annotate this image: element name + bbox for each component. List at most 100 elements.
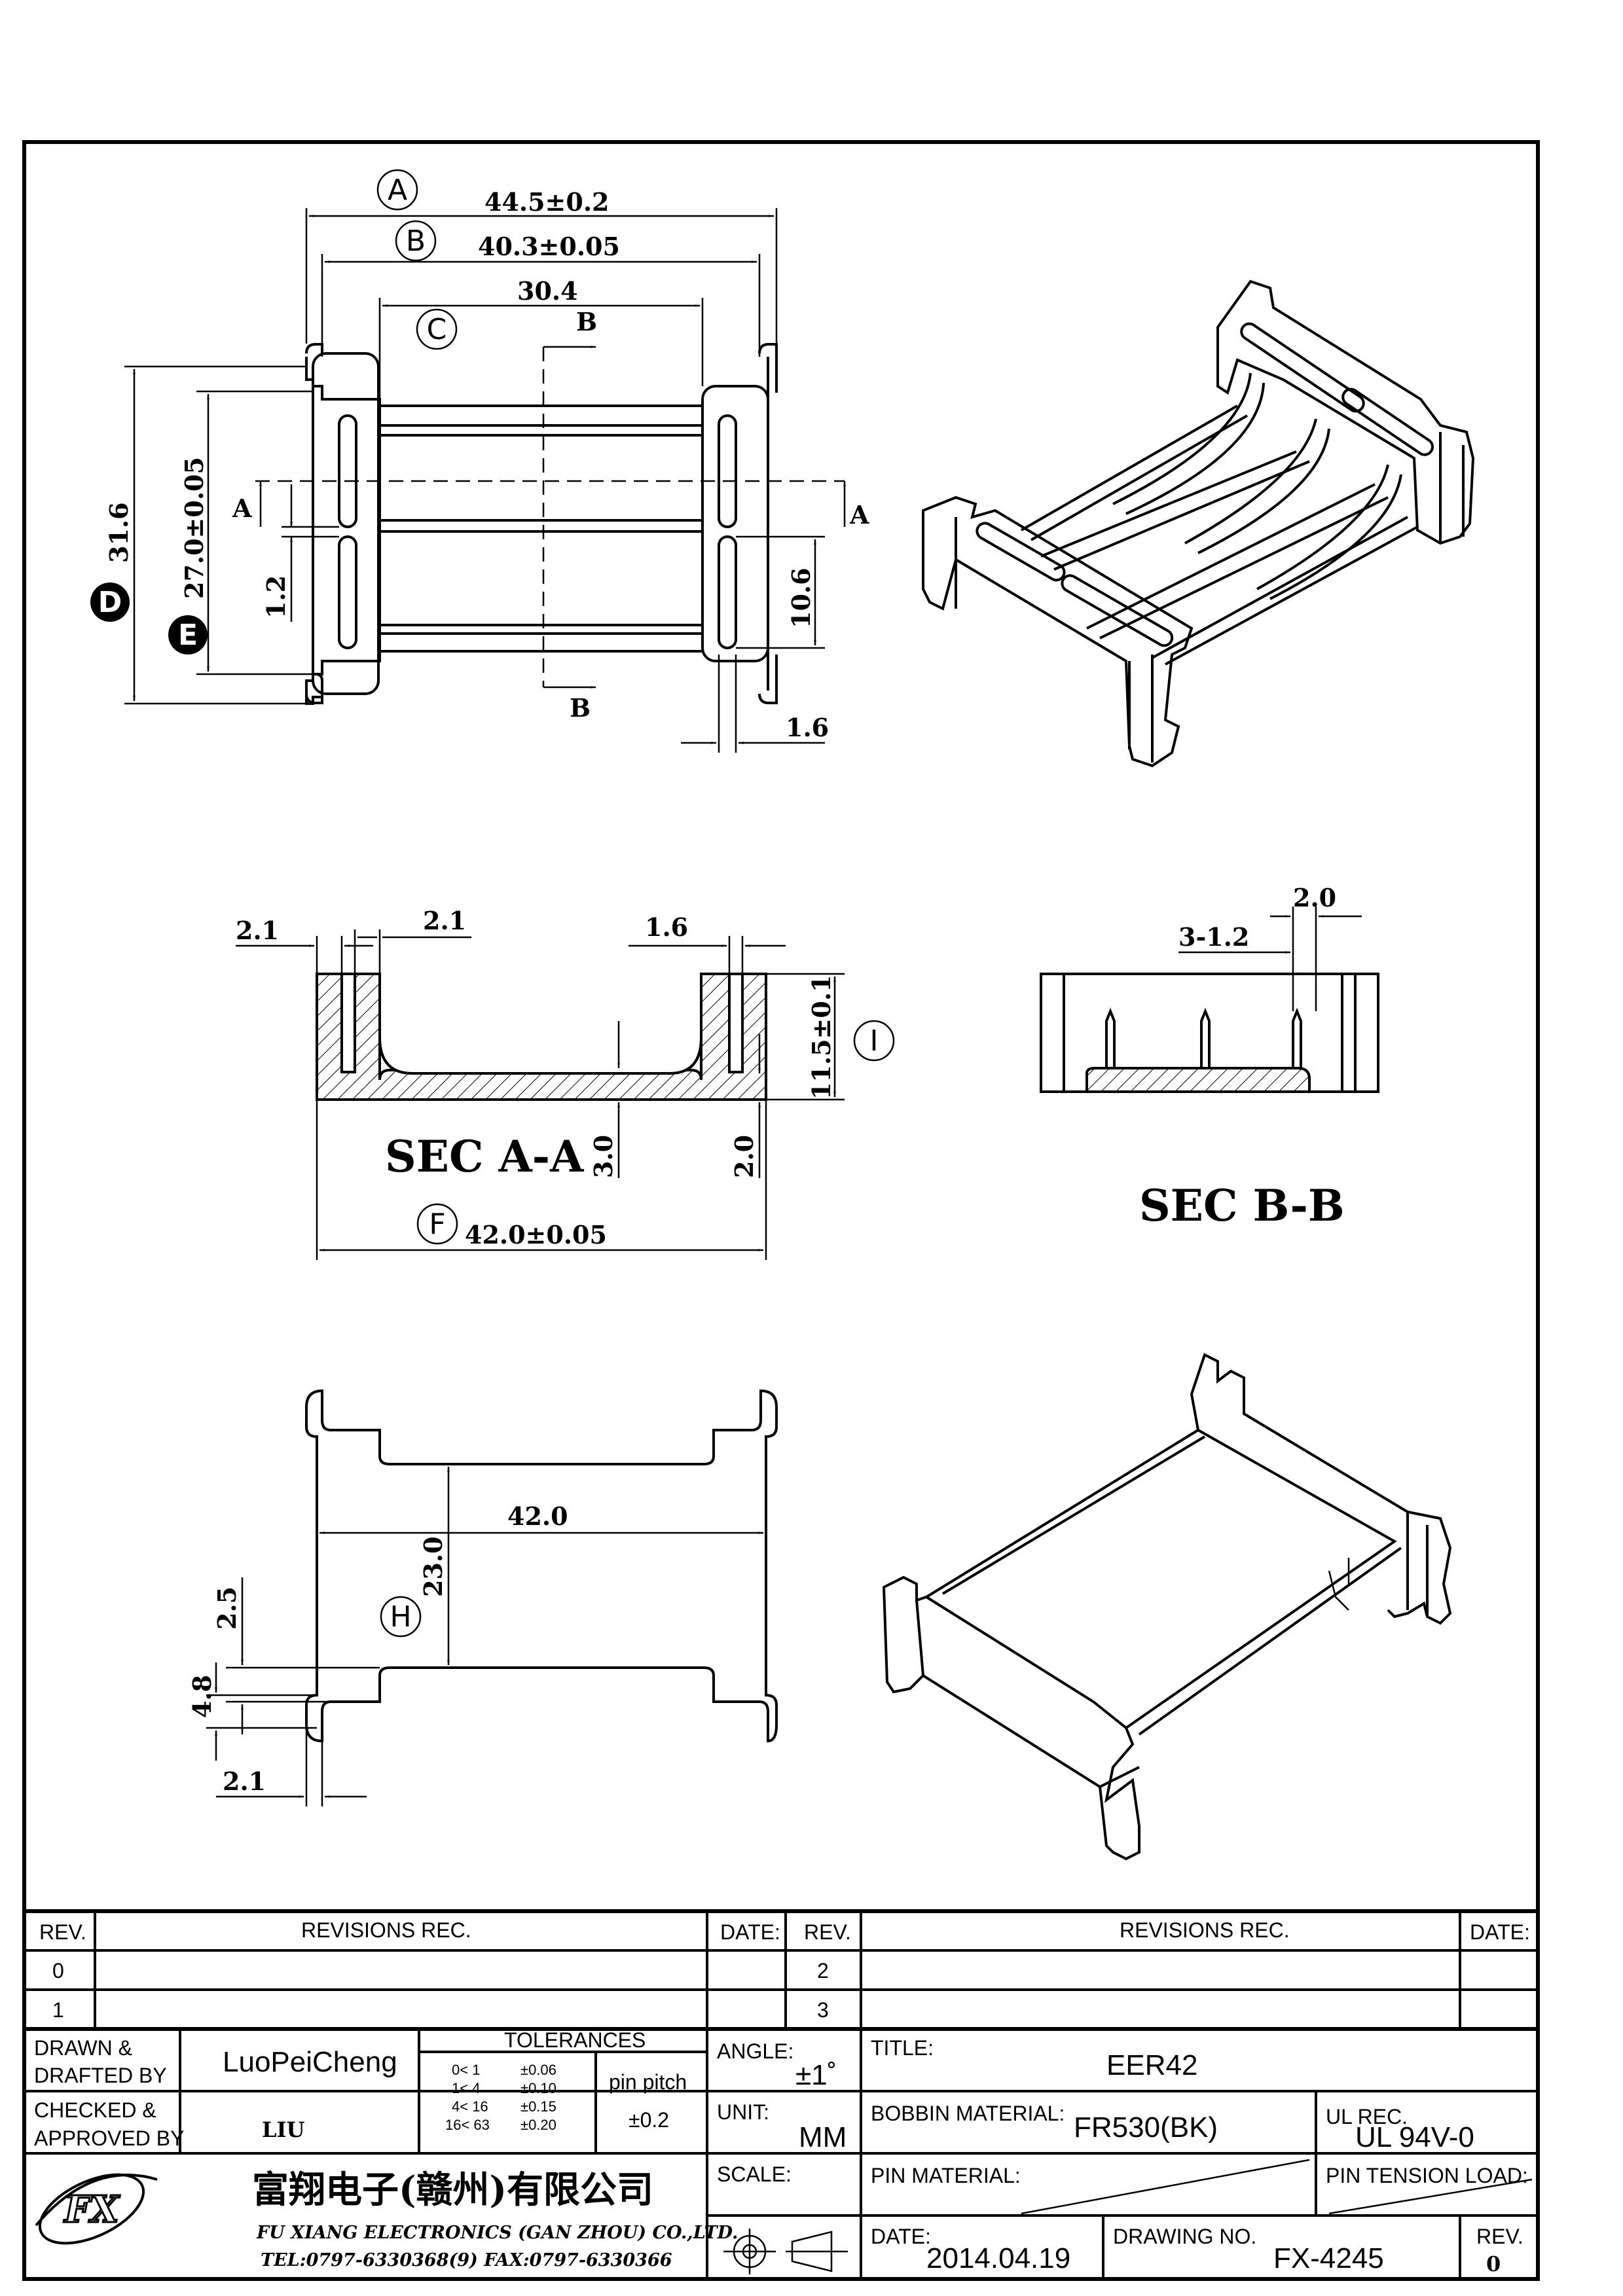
callout-H-label: H — [390, 1600, 411, 1634]
section-aa-view: 2.1 2.1 1.6 11.5±0.1 I 3.0 2.0 SEC A-A — [236, 906, 895, 1260]
pin-pitch-tol: ±0.2 — [629, 2108, 669, 2132]
tol-range-1: 1< 4 — [452, 2080, 480, 2096]
bottom-b: 4.8 — [187, 1675, 217, 1718]
sec-aa-height: 11.5±0.1 — [807, 975, 836, 1100]
top-view: 44.5±0.2 A 40.3±0.05 B 30.4 C B B A A 31… — [90, 169, 869, 753]
title-label: TITLE: — [871, 2036, 934, 2060]
callout-F — [416, 1203, 458, 1245]
rev-row-1: 1 — [52, 1998, 64, 2022]
callout-C — [416, 308, 458, 350]
section-mark-a-right: A — [849, 500, 869, 529]
bottom-length: 42.0 — [507, 1501, 568, 1531]
callout-I-label: I — [870, 1024, 879, 1058]
tol-value-1: ±0.10 — [520, 2080, 556, 2096]
pin-tension-label: PIN TENSION LOAD: — [1326, 2164, 1528, 2187]
callout-E — [168, 615, 208, 655]
sec-bb-pins: 3-1.2 — [1178, 922, 1249, 952]
scale-label: SCALE: — [717, 2162, 792, 2186]
isometric-view-bottom — [882, 1353, 1452, 1861]
callout-D — [90, 583, 130, 622]
date-label: DATE: — [871, 2225, 931, 2248]
section-mark-b-top: B — [576, 307, 597, 336]
sec-aa-right-base: 2.0 — [729, 1135, 759, 1178]
dim-C-value: 30.4 — [517, 276, 578, 306]
ul-value: UL 94V-0 — [1355, 2121, 1474, 2153]
tol-range-3: 16< 63 — [445, 2117, 490, 2133]
dim-D-value: 31.6 — [104, 502, 134, 563]
tolerances-title: TOLERANCES — [504, 2028, 646, 2052]
sec-aa-inner-left: 2.1 — [423, 906, 466, 935]
rev-row-0: 0 — [52, 1959, 64, 1982]
date-header-right: DATE: — [1470, 1920, 1530, 1944]
dim-A-value: 44.5±0.2 — [484, 187, 610, 217]
tol-value-0: ±0.06 — [520, 2062, 556, 2078]
revisions-header-right: REVISIONS REC. — [1120, 1918, 1290, 1942]
sec-bb-title: SEC B-B — [1139, 1180, 1345, 1231]
rev-header-left: REV. — [39, 1920, 86, 1944]
sec-aa-wall-left: 2.1 — [236, 916, 279, 945]
date-value: 2014.04.19 — [926, 2242, 1070, 2274]
callout-I — [853, 1020, 895, 1062]
bottom-c: 2.1 — [223, 1767, 266, 1796]
angle-value: ±1˚ — [795, 2059, 837, 2091]
rev-label: REV. — [1476, 2225, 1523, 2248]
pin-material-label: PIN MATERIAL: — [871, 2164, 1021, 2187]
date-header-left: DATE: — [720, 1920, 780, 1944]
revisions-header-left: REVISIONS REC. — [301, 1918, 471, 1942]
checked-label-1: CHECKED & — [34, 2098, 156, 2122]
bobbin-value: FR530(BK) — [1074, 2111, 1218, 2144]
company-name-en: FU XIANG ELECTRONICS (GAN ZHOU) CO.,LTD. — [256, 2223, 738, 2243]
sec-aa-F: 42.0±0.05 — [465, 1220, 607, 1249]
projection-symbol — [723, 2229, 848, 2274]
company-tel: TEL:0797-6330368(9) FAX:0797-6330366 — [261, 2250, 672, 2270]
section-bb-view: 2.0 3-1.2 SEC B-B — [1040, 883, 1379, 1231]
drawn-label-1: DRAWN & — [34, 2036, 132, 2060]
dim-flange-value: 1.6 — [786, 713, 829, 742]
rev-row-2: 2 — [817, 1959, 829, 1982]
unit-label: UNIT: — [717, 2100, 769, 2124]
logo-text: FX — [63, 2188, 120, 2231]
rev-row-3: 3 — [817, 1998, 829, 2022]
dim-slot-gap-value: 1.2 — [261, 575, 291, 619]
ul-label: UL REC. — [1326, 2105, 1408, 2128]
bottom-H: 23.0 — [418, 1536, 448, 1597]
sec-aa-wall-right: 1.6 — [645, 912, 688, 942]
tol-range-0: 0< 1 — [452, 2062, 480, 2078]
tol-value-3: ±0.20 — [520, 2117, 556, 2133]
bottom-view: 42.0 23.0 H 2.5 4.8 2.1 — [187, 1389, 778, 1806]
section-mark-a-left: A — [232, 493, 252, 523]
company-logo: FX — [35, 2173, 158, 2245]
checked-by: LIU — [262, 2117, 304, 2142]
sheet-border — [22, 140, 1540, 2281]
tol-range-2: 4< 16 — [452, 2098, 488, 2115]
company-name-cn: 富翔电子(赣州)有限公司 — [252, 2168, 653, 2212]
tol-value-2: ±0.15 — [520, 2098, 556, 2115]
angle-label: ANGLE: — [717, 2039, 793, 2063]
title-value: EER42 — [1106, 2049, 1197, 2081]
drawn-label-2: DRAFTED BY — [34, 2064, 167, 2087]
drawing-no-value: FX-4245 — [1273, 2242, 1384, 2274]
bottom-a: 2.5 — [212, 1587, 242, 1630]
sec-aa-title: SEC A-A — [385, 1131, 584, 1182]
callout-E-label: E — [178, 619, 198, 652]
drawn-by: LuoPeiCheng — [223, 2046, 397, 2078]
sec-aa-base: 3.0 — [589, 1135, 618, 1178]
callout-A-label: A — [388, 173, 407, 207]
rev-value: 0 — [1486, 2251, 1501, 2276]
checked-label-2: APPROVED BY — [34, 2126, 184, 2150]
unit-value: MM — [799, 2121, 847, 2153]
callout-H — [380, 1596, 422, 1638]
callout-B-label: B — [406, 224, 426, 258]
bobbin-label: BOBBIN MATERIAL: — [871, 2102, 1065, 2125]
dim-E-value: 27.0±0.05 — [179, 457, 209, 599]
sec-bb-pin: 2.0 — [1293, 883, 1336, 912]
callout-D-label: D — [98, 586, 122, 619]
callout-F-label: F — [429, 1208, 445, 1241]
section-mark-b-bottom: B — [570, 693, 591, 723]
isometric-view-top — [922, 279, 1475, 768]
drawing-no-label: DRAWING NO. — [1113, 2225, 1256, 2248]
callout-B — [395, 220, 437, 262]
rev-header-right: REV. — [804, 1920, 851, 1944]
dim-window-value: 10.6 — [786, 567, 816, 628]
